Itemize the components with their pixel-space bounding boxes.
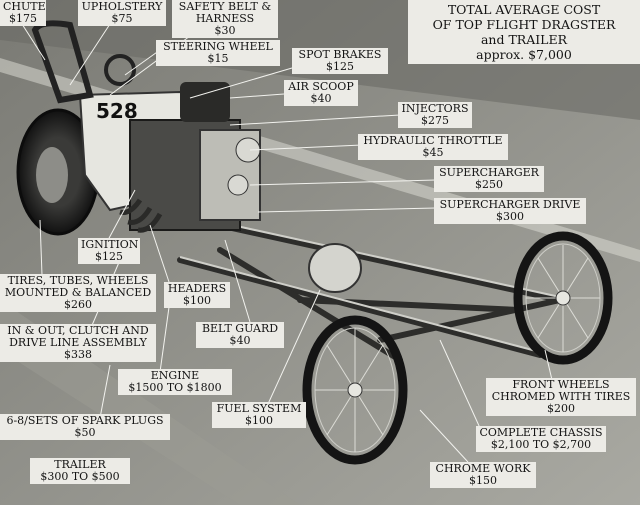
- label-name: TRAILER: [54, 458, 106, 471]
- label-price: $275: [421, 114, 449, 127]
- label-name: IN & OUT, CLUTCH AND: [7, 324, 149, 337]
- label-price: $15: [207, 52, 229, 65]
- label-price: $100: [245, 414, 273, 427]
- label-headers: HEADERS $100: [164, 282, 230, 308]
- label-spot-brakes: SPOT BRAKES $125: [292, 48, 388, 74]
- label-name: HYDRAULIC THROTTLE: [363, 134, 503, 147]
- label-price: $175: [9, 12, 37, 25]
- label-name: TIRES, TUBES, WHEELS: [7, 274, 149, 287]
- front-wheel-far: [513, 231, 613, 365]
- label-price: $50: [74, 426, 96, 439]
- label-price: $150: [469, 474, 497, 487]
- label-name: 6-8/SETS OF SPARK PLUGS: [6, 414, 164, 427]
- leader-lines: [21, 23, 553, 463]
- label-chute: CHUTE $175: [0, 0, 46, 26]
- label-price: $260: [64, 298, 92, 311]
- label-tires: TIRES, TUBES, WHEELS MOUNTED & BALANCED …: [0, 274, 156, 312]
- label-fuel-system: FUEL SYSTEM $100: [212, 402, 306, 428]
- steering-wheel-icon: [104, 54, 136, 86]
- label-price: $250: [475, 178, 503, 191]
- label-name: HEADERS: [167, 282, 227, 295]
- label-name: UPHOLSTERY: [81, 0, 163, 13]
- label-name-2: HARNESS: [195, 12, 255, 25]
- label-name: CHUTE: [3, 0, 46, 13]
- label-ignition: IGNITION $125: [78, 238, 140, 264]
- front-wheel-near: [302, 315, 408, 465]
- label-price: $45: [422, 146, 444, 159]
- label-price: $2,100 TO $2,700: [490, 438, 592, 451]
- label-name: SAFETY BELT &: [178, 0, 272, 13]
- label-name: STEERING WHEEL: [163, 40, 273, 53]
- label-injectors: INJECTORS $275: [398, 102, 472, 128]
- label-supercharger: SUPERCHARGER $250: [434, 166, 544, 192]
- label-price: $125: [95, 250, 123, 263]
- label-name: SUPERCHARGER DRIVE: [439, 198, 581, 211]
- title-line-1: TOTAL AVERAGE COST: [447, 2, 601, 17]
- label-name: FUEL SYSTEM: [216, 402, 302, 415]
- label-spark-plugs: 6-8/SETS OF SPARK PLUGS $50: [0, 414, 170, 440]
- label-price: $338: [64, 348, 92, 361]
- label-price: $300 TO $500: [40, 470, 120, 483]
- label-price: $300: [496, 210, 524, 223]
- label-name: INJECTORS: [401, 102, 469, 115]
- title-line-3: and TRAILER: [480, 32, 568, 47]
- label-name: SUPERCHARGER: [439, 166, 539, 179]
- label-name: CHROME WORK: [435, 462, 531, 475]
- label-name: AIR SCOOP: [288, 80, 354, 93]
- label-belt-guard: BELT GUARD $40: [196, 322, 284, 348]
- label-name-2: MOUNTED & BALANCED: [4, 286, 152, 299]
- label-price: $100: [183, 294, 211, 307]
- label-chrome-work: CHROME WORK $150: [430, 462, 536, 488]
- fuel-tank: [308, 243, 362, 293]
- label-name: ENGINE: [150, 369, 200, 382]
- label-chassis: COMPLETE CHASSIS $2,100 TO $2,700: [476, 426, 606, 452]
- title-line-4: approx. $7,000: [476, 47, 572, 62]
- label-price: $40: [229, 334, 251, 347]
- label-price: $30: [214, 24, 236, 37]
- label-upholstery: UPHOLSTERY $75: [78, 0, 166, 26]
- label-engine: ENGINE $1500 TO $1800: [118, 369, 232, 395]
- label-steering-wheel: STEERING WHEEL $15: [156, 40, 280, 66]
- label-price: $1500 TO $1800: [128, 381, 222, 394]
- label-name-2: CHROMED WITH TIRES: [491, 390, 631, 403]
- label-name: FRONT WHEELS: [512, 378, 610, 391]
- label-supercharger-drive: SUPERCHARGER DRIVE $300: [434, 198, 586, 224]
- label-price: $40: [310, 92, 332, 105]
- title-box: TOTAL AVERAGE COST OF TOP FLIGHT DRAGSTE…: [408, 0, 640, 64]
- label-price: $75: [111, 12, 133, 25]
- label-hydraulic-throttle: HYDRAULIC THROTTLE $45: [358, 134, 508, 160]
- label-price: $125: [326, 60, 354, 73]
- label-name: IGNITION: [81, 238, 139, 251]
- label-price: $200: [547, 402, 575, 415]
- label-name-2: DRIVE LINE ASSEMBLY: [9, 336, 147, 349]
- label-air-scoop: AIR SCOOP $40: [284, 80, 358, 106]
- air-scoop-shape: [180, 82, 230, 122]
- label-name: COMPLETE CHASSIS: [479, 426, 603, 439]
- label-trailer: TRAILER $300 TO $500: [30, 458, 130, 484]
- label-front-wheels: FRONT WHEELS CHROMED WITH TIRES $200: [486, 378, 636, 416]
- title-line-2: OF TOP FLIGHT DRAGSTER: [432, 17, 616, 32]
- label-name: BELT GUARD: [201, 322, 279, 335]
- label-safety-belt: SAFETY BELT & HARNESS $30: [172, 0, 278, 38]
- label-name: SPOT BRAKES: [298, 48, 382, 61]
- headers-shape: [119, 198, 163, 233]
- label-clutch: IN & OUT, CLUTCH AND DRIVE LINE ASSEMBLY…: [0, 324, 156, 362]
